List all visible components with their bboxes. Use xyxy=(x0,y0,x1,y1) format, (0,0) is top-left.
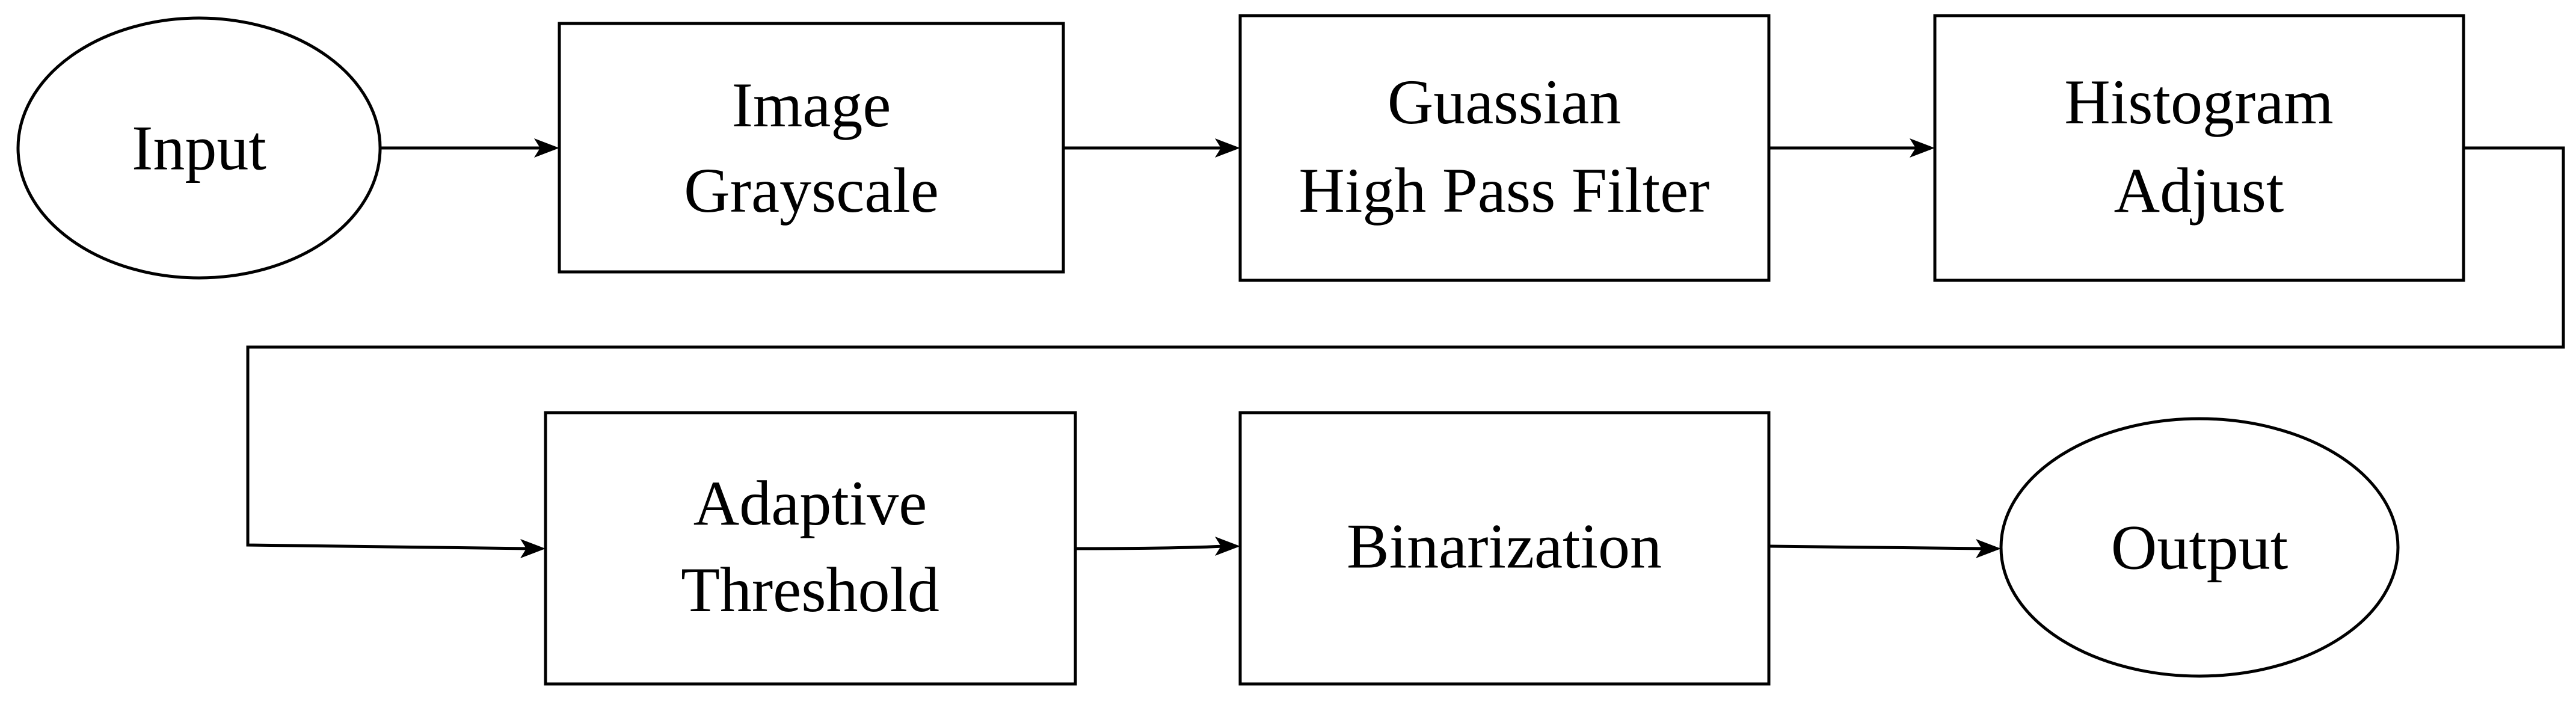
node-image-grayscale: Image Grayscale xyxy=(558,22,1065,274)
input-ellipse xyxy=(16,16,382,280)
highpass-box xyxy=(1238,14,1771,282)
highpass-label-line1: Guassian xyxy=(1388,67,1622,137)
binarization-label: Binarization xyxy=(1347,511,1662,582)
arrow-adaptive-to-binarization xyxy=(1075,544,1225,550)
arrowhead-highpass-to-histogram xyxy=(1910,138,1935,158)
node-high-pass-filter: Guassian High Pass Filter xyxy=(1238,14,1771,282)
connector-histogram-to-adaptive xyxy=(246,146,2565,550)
arrow-binarization-to-output xyxy=(1768,544,1985,550)
node-input: Input xyxy=(16,16,382,280)
histogram-label-line1: Histogram xyxy=(2064,67,2334,137)
node-output: Output xyxy=(1999,417,2400,678)
binarization-box xyxy=(1238,411,1771,686)
grayscale-label-line1: Image xyxy=(732,70,891,140)
arrowhead-binarization-to-output xyxy=(1976,539,2001,558)
node-adaptive-threshold: Adaptive Threshold xyxy=(544,411,1077,686)
arrowhead-grayscale-to-highpass xyxy=(1215,138,1240,158)
histogram-label-line2: Adjust xyxy=(2114,155,2284,226)
output-label: Output xyxy=(2111,513,2288,583)
grayscale-label-line2: Grayscale xyxy=(684,155,939,226)
arrowhead-input-to-grayscale xyxy=(534,138,559,158)
connectors xyxy=(246,138,2565,558)
grayscale-box xyxy=(558,22,1065,274)
arrowhead-adaptive-to-binarization xyxy=(1215,537,1240,556)
adaptive-label-line1: Adaptive xyxy=(693,468,927,538)
adaptive-label-line2: Threshold xyxy=(681,555,939,625)
arrowhead-histogram-to-adaptive xyxy=(520,539,546,558)
input-label: Input xyxy=(132,113,266,183)
highpass-label-line2: High Pass Filter xyxy=(1299,155,1709,226)
adaptive-box xyxy=(544,411,1077,686)
node-binarization: Binarization xyxy=(1238,411,1771,686)
node-histogram-adjust: Histogram Adjust xyxy=(1933,14,2465,282)
output-ellipse xyxy=(1999,417,2400,678)
histogram-box xyxy=(1933,14,2465,282)
